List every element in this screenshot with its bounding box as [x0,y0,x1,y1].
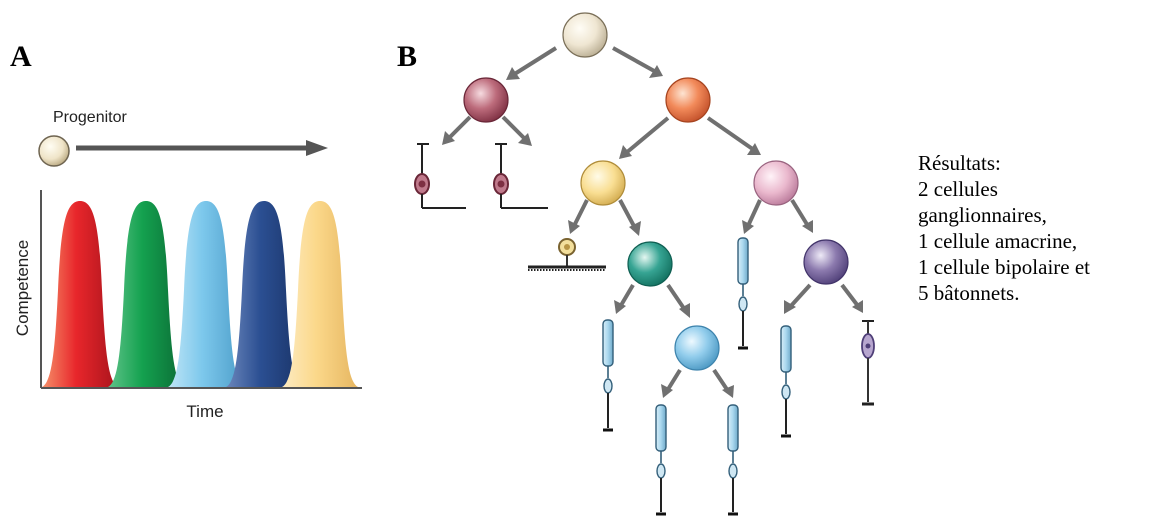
blue-progenitor-cell [674,325,720,371]
lineage-arrow [840,283,860,308]
arrowhead [747,143,761,155]
competence-peak-light-blue [168,201,244,387]
arrowhead [679,303,690,318]
purple-progenitor-cell [803,239,849,285]
orange-progenitor-cell [665,77,711,123]
ganglion-progenitor-cell [463,77,509,123]
lineage-arrowheads [442,65,863,398]
lineage-arrow [788,283,812,309]
arrowhead [802,220,813,233]
arrowhead [784,300,796,314]
lineage-arrow [712,368,730,393]
results-line: 5 bâtonnets. [918,281,1020,305]
arrowhead [722,385,734,398]
bipolar-cell-icon [861,320,875,406]
amacrine-cell-icon [528,238,606,271]
teal-progenitor-cell [627,241,673,287]
lineage-arrows [446,46,860,393]
panel-b-lineage-tree [414,12,875,516]
progenitor-label: Progenitor [53,109,127,126]
panel-b-letter: B [397,40,417,73]
time-arrow-head [306,140,328,156]
arrowhead [619,145,632,159]
lineage-arrow [790,198,810,228]
lineage-arrow [746,199,762,227]
ganglion-cell-icon [493,143,548,209]
rod-photoreceptor-icon [655,404,667,516]
arrowhead [742,220,754,234]
results-line: 2 cellules [918,177,998,201]
ganglion-cell-icon [414,143,466,209]
lineage-arrow [624,116,670,155]
lineage-arrow [501,115,528,142]
x-axis-label: Time [186,402,223,421]
results-heading: Résultats: [918,151,1001,175]
results-line: ganglionnaires, [918,203,1047,227]
lineage-arrow [665,368,682,393]
lineage-arrow [706,116,756,152]
rod-photoreceptor-icon [602,319,614,432]
results-line: 1 cellule bipolaire et [918,255,1091,279]
lineage-arrow [618,283,635,309]
progenitor-cell-icon [38,135,70,167]
rod-photoreceptor-icon [727,404,739,516]
yellow-progenitor-cell [580,160,626,206]
competence-peak-dark-blue [226,201,302,387]
arrowhead [661,384,673,398]
results-line: 1 cellule amacrine, [918,229,1078,253]
lineage-arrow [618,199,637,229]
arrowhead [852,300,863,313]
competence-peak-red [42,201,118,387]
rod-photoreceptor-icon [780,325,792,438]
root-progenitor-cell [562,12,608,58]
rod-photoreceptor-icon [737,237,749,350]
panel-a: Progenitor Competence Time [13,109,362,421]
lineage-arrow [572,199,589,227]
panel-a-letter: A [10,40,32,73]
y-axis-label: Competence [13,240,32,336]
arrowhead [649,65,663,78]
lineage-arrow [666,283,687,312]
arrowhead [614,300,626,314]
arrowhead [506,67,520,80]
competence-peak-green [108,201,184,387]
lineage-arrow [446,115,472,141]
arrowhead [568,220,580,234]
arrowhead [518,133,532,146]
competence-peak-yellow [282,201,358,387]
arrowhead [629,221,641,236]
results-summary: Résultats: 2 cellules ganglionnaires, 1 … [918,150,1154,306]
pink-progenitor-cell [753,160,799,206]
arrowhead [442,131,455,145]
lineage-arrow [511,46,558,77]
lineage-arrow [612,46,657,74]
